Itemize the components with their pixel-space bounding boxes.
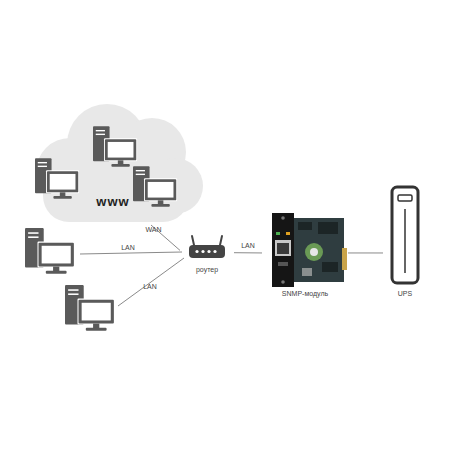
illustration-part (286, 232, 290, 235)
illustration-part (292, 218, 344, 282)
router-icon (189, 236, 225, 258)
illustration-part (322, 262, 338, 272)
network-node: роутер (180, 232, 234, 278)
cable-label: LAN (228, 242, 268, 250)
computer-icon (133, 166, 177, 206)
illustration-part (213, 250, 216, 253)
network-cable (348, 252, 383, 253)
illustration-part (275, 240, 291, 256)
cable-label: WAN (134, 226, 174, 234)
illustration-part (277, 243, 289, 254)
illustration-part (318, 222, 338, 234)
illustration-part (272, 213, 294, 287)
illustration-part (398, 195, 412, 201)
illustration-part (310, 248, 318, 256)
illustration-part (281, 216, 285, 220)
network-node: SNMP-модуль (262, 210, 348, 302)
snmp-outline (262, 210, 348, 302)
ups-icon (392, 187, 418, 283)
network-cable (234, 252, 262, 253)
computer-icon (35, 158, 79, 198)
node-label: www (83, 195, 143, 209)
lan-wire (80, 252, 182, 254)
node-label: SNMP-модуль (255, 290, 355, 298)
computer-icon (65, 285, 115, 331)
illustration-part (276, 232, 280, 235)
computer-icon (25, 228, 75, 274)
illustration-part (189, 245, 225, 258)
illustration-part (195, 250, 198, 253)
illustration-part (220, 236, 222, 245)
snmp-card-illustration (272, 213, 347, 287)
wire-label: LAN (110, 244, 146, 252)
illustration-part (302, 268, 312, 276)
network-node: www (25, 100, 205, 225)
illustration-part (298, 222, 312, 230)
node-label: UPS (380, 290, 430, 298)
illustration-part (192, 236, 194, 245)
illustration-part (404, 209, 406, 273)
cloud-shape (36, 104, 203, 222)
illustration-part (207, 250, 210, 253)
illustration-part (305, 243, 323, 261)
illustration-part (201, 250, 204, 253)
illustration-part (392, 187, 418, 283)
ups-outline (383, 183, 427, 302)
wire-label: LAN (132, 283, 168, 291)
lan-wire (118, 258, 184, 306)
computer-icon (93, 126, 137, 166)
network-node: UPS (383, 183, 427, 302)
node-label: роутер (180, 266, 234, 274)
illustration-part (342, 248, 347, 270)
illustration-part (278, 262, 288, 266)
illustration-part (281, 280, 285, 284)
